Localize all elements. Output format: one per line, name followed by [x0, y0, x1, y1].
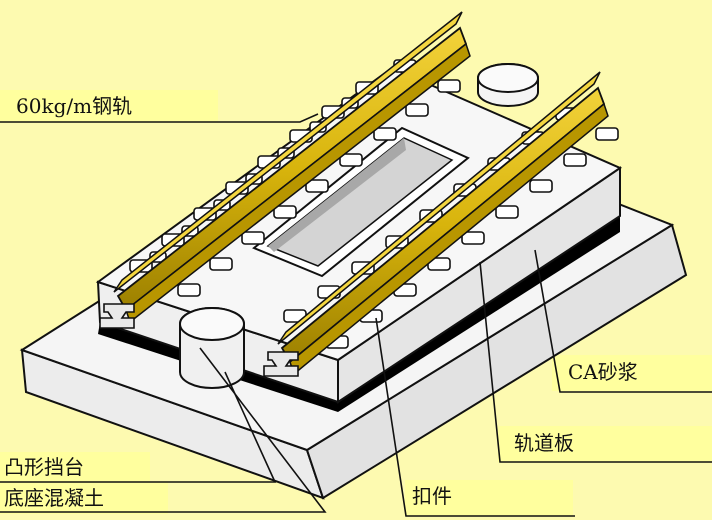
label-track-slab: 轨道板 — [514, 431, 574, 455]
label-band-fastener — [405, 480, 573, 516]
boss-stop-front — [179, 307, 245, 389]
label-base-concrete: 底座混凝土 — [4, 486, 104, 510]
label-band-rail — [0, 90, 218, 122]
label-boss-stop: 凸形挡台 — [4, 455, 84, 479]
rail-left — [99, 11, 471, 329]
label-band-boss-stop — [0, 452, 150, 482]
label-band-track-slab — [498, 426, 712, 462]
rail-right — [263, 71, 609, 377]
slab-recess — [252, 126, 470, 278]
leader-lines — [0, 113, 712, 517]
label-band-base-concrete — [0, 482, 168, 514]
label-ca-mortar: CA砂浆 — [568, 360, 638, 384]
label-rail: 60kg/m钢轨 — [16, 94, 133, 118]
label-band-ca-mortar — [552, 355, 712, 391]
boss-stop-rear — [477, 63, 539, 107]
label-fastener: 扣件 — [412, 484, 452, 508]
